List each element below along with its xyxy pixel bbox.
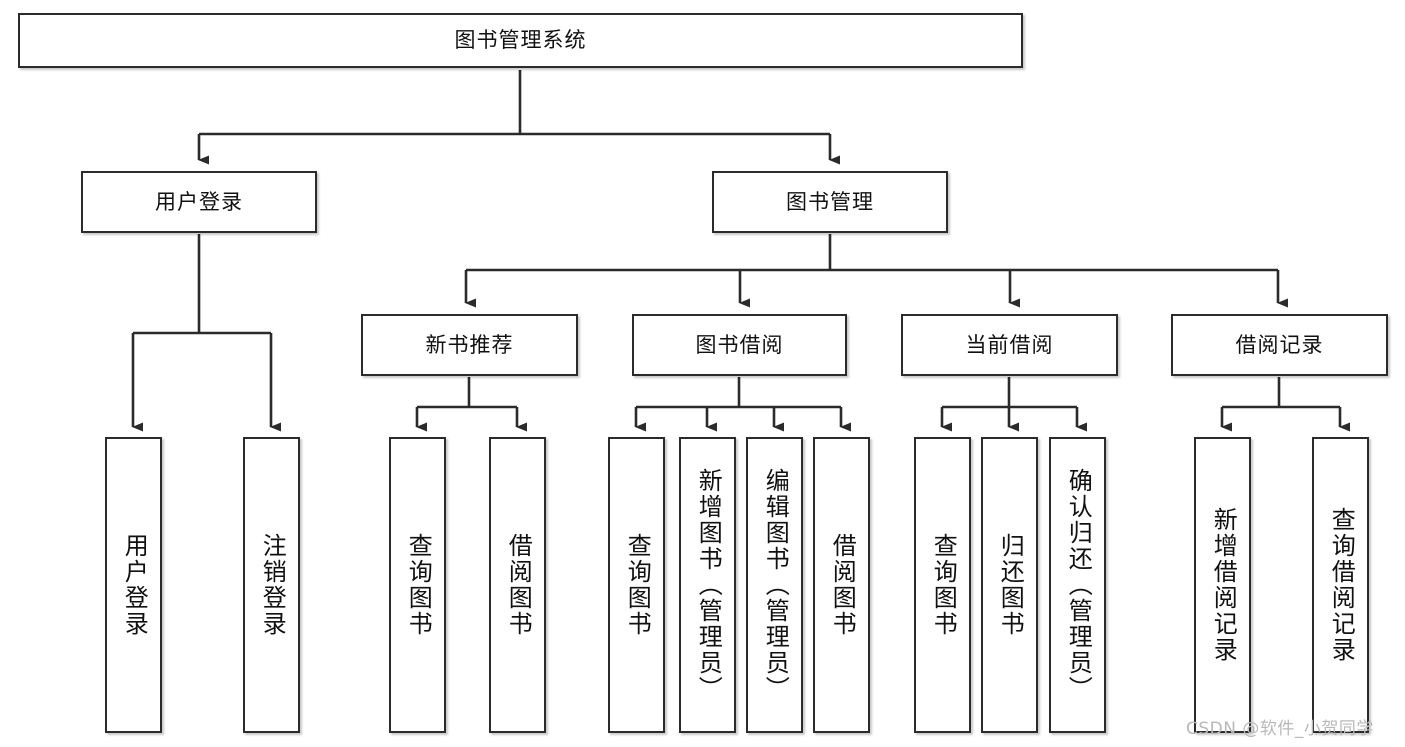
node-label: 新增借阅记录: [1209, 507, 1238, 663]
leaf-recommend-query-book[interactable]: 查询图书: [389, 437, 446, 733]
node-label: 注销登录: [258, 533, 287, 637]
node-book-borrow[interactable]: 图书借阅: [632, 314, 847, 376]
leaf-user-login-signout[interactable]: 注销登录: [243, 437, 300, 733]
node-label: 借阅图书: [828, 533, 857, 637]
node-user-login[interactable]: 用户登录: [81, 171, 317, 233]
node-book-management[interactable]: 图书管理: [712, 171, 948, 233]
leaf-current-query-book[interactable]: 查询图书: [914, 437, 971, 733]
leaf-record-query-record[interactable]: 查询借阅记录: [1312, 437, 1369, 733]
node-label: 图书借阅: [695, 332, 784, 357]
node-label: 用户登录: [155, 189, 243, 214]
node-label: 查询图书: [404, 533, 433, 637]
node-label: 新书推荐: [425, 332, 514, 357]
node-label: 确认归还（管理员）: [1064, 468, 1093, 702]
leaf-borrow-edit-book-admin[interactable]: 编辑图书（管理员）: [746, 437, 803, 733]
node-label: 归还图书: [996, 533, 1025, 637]
node-label: 当前借阅: [965, 332, 1054, 357]
node-label: 图书管理系统: [454, 28, 587, 53]
node-label: 查询图书: [929, 533, 958, 637]
node-label: 查询借阅记录: [1327, 507, 1356, 663]
node-label: 借阅记录: [1235, 332, 1324, 357]
node-label: 编辑图书（管理员）: [761, 468, 790, 702]
node-current-borrow[interactable]: 当前借阅: [901, 314, 1118, 376]
node-label: 查询图书: [623, 533, 652, 637]
node-label: 图书管理: [786, 189, 874, 214]
leaf-borrow-query-book[interactable]: 查询图书: [608, 437, 665, 733]
node-label: 借阅图书: [504, 533, 533, 637]
leaf-current-return-book[interactable]: 归还图书: [981, 437, 1038, 733]
node-label: 用户登录: [120, 533, 149, 637]
leaf-recommend-borrow-book[interactable]: 借阅图书: [489, 437, 546, 733]
leaf-record-add-record[interactable]: 新增借阅记录: [1194, 437, 1251, 733]
leaf-borrow-borrow-book[interactable]: 借阅图书: [813, 437, 870, 733]
node-label: 新增图书（管理员）: [694, 468, 723, 702]
node-root-system[interactable]: 图书管理系统: [18, 13, 1023, 68]
node-new-book-recommend[interactable]: 新书推荐: [361, 314, 578, 376]
node-borrow-record[interactable]: 借阅记录: [1171, 314, 1388, 376]
leaf-current-confirm-return-admin[interactable]: 确认归还（管理员）: [1049, 437, 1106, 733]
csdn-watermark: CSDN @软件_小贺同学: [1186, 719, 1374, 739]
leaf-borrow-add-book-admin[interactable]: 新增图书（管理员）: [679, 437, 736, 733]
leaf-user-login-signin[interactable]: 用户登录: [105, 437, 162, 733]
